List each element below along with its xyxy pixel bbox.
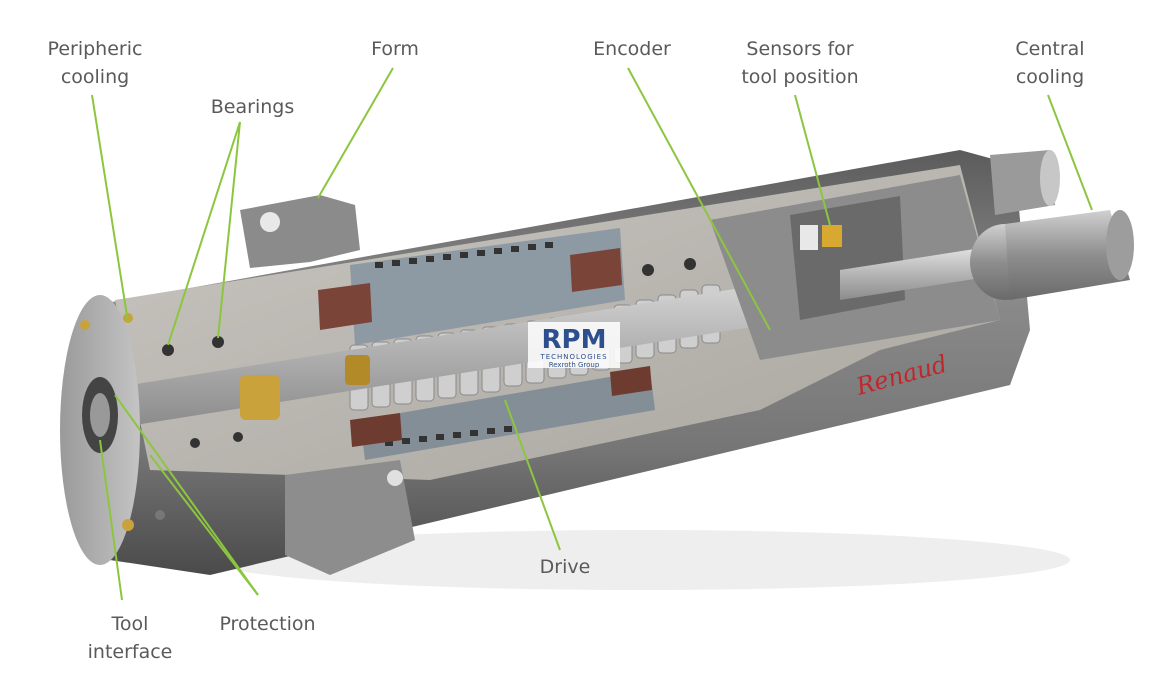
label-central-cooling: Central cooling	[1015, 38, 1085, 88]
leader-protection-2	[149, 454, 259, 596]
rpm-logo-sub1: TECHNOLOGIES	[539, 353, 607, 361]
bolt	[155, 510, 165, 520]
label-sensors: Sensors for tool position	[741, 38, 859, 88]
cooling-slots	[375, 242, 553, 446]
bolt	[122, 519, 134, 531]
label-drive: Drive	[539, 556, 591, 578]
leader-tool-interface	[99, 439, 123, 601]
leader-protection-1	[114, 394, 259, 596]
bearing-ball	[684, 258, 696, 270]
winding-lower-right	[610, 366, 652, 396]
rotary-union-end	[1106, 210, 1134, 280]
winding-upper-left	[318, 283, 372, 330]
floor-shadow	[210, 530, 1070, 590]
flange	[240, 195, 360, 268]
leader-sensors	[794, 94, 831, 226]
leader-drive	[504, 399, 561, 551]
stator-stack-upper	[350, 228, 625, 345]
label-protection: Protection	[219, 613, 316, 635]
bearing-ball	[233, 432, 243, 442]
label-tool-interface: Tool interface	[87, 613, 173, 663]
bearings-group	[162, 258, 696, 448]
top-connector-end	[1040, 150, 1060, 206]
flange-bolt-hole	[387, 470, 403, 486]
label-bearings: Bearings	[210, 96, 295, 118]
winding-upper-right	[570, 248, 622, 292]
bearing-ball	[190, 438, 200, 448]
stator-stack-lower	[360, 370, 655, 460]
rear-cavity	[790, 196, 905, 320]
leader-lines	[91, 67, 1093, 601]
sensor-element	[800, 225, 818, 250]
leader-peripheric-cooling	[91, 94, 129, 323]
tool-interface-inner	[90, 393, 110, 437]
brass-ring	[240, 375, 280, 420]
leader-bearings-1	[167, 121, 241, 346]
bearing-ball	[642, 264, 654, 276]
rpm-logo: RPM TECHNOLOGIES Rexroth Group	[528, 322, 620, 369]
flange-lower	[285, 460, 415, 575]
bearing-ball	[212, 336, 224, 348]
brass-ring	[345, 355, 370, 385]
rpm-logo-sub2: Rexroth Group	[549, 361, 600, 369]
rpm-logo-main: RPM	[542, 325, 607, 355]
winding-lower-left	[350, 413, 402, 447]
flange-bolt-hole	[260, 212, 280, 232]
leader-form	[317, 67, 394, 199]
sensor-element	[822, 225, 842, 247]
bearing-ball	[162, 344, 174, 356]
leader-bearings-2	[217, 121, 241, 339]
top-connector	[990, 150, 1055, 215]
leader-encoder	[627, 67, 771, 331]
bolt	[80, 320, 90, 330]
label-form: Form	[371, 38, 419, 60]
label-encoder: Encoder	[593, 38, 671, 60]
rotary-union	[1005, 210, 1130, 300]
rear-shaft	[840, 245, 1000, 300]
leader-central-cooling	[1047, 94, 1093, 211]
label-peripheric-cooling: Peripheric cooling	[47, 38, 143, 88]
